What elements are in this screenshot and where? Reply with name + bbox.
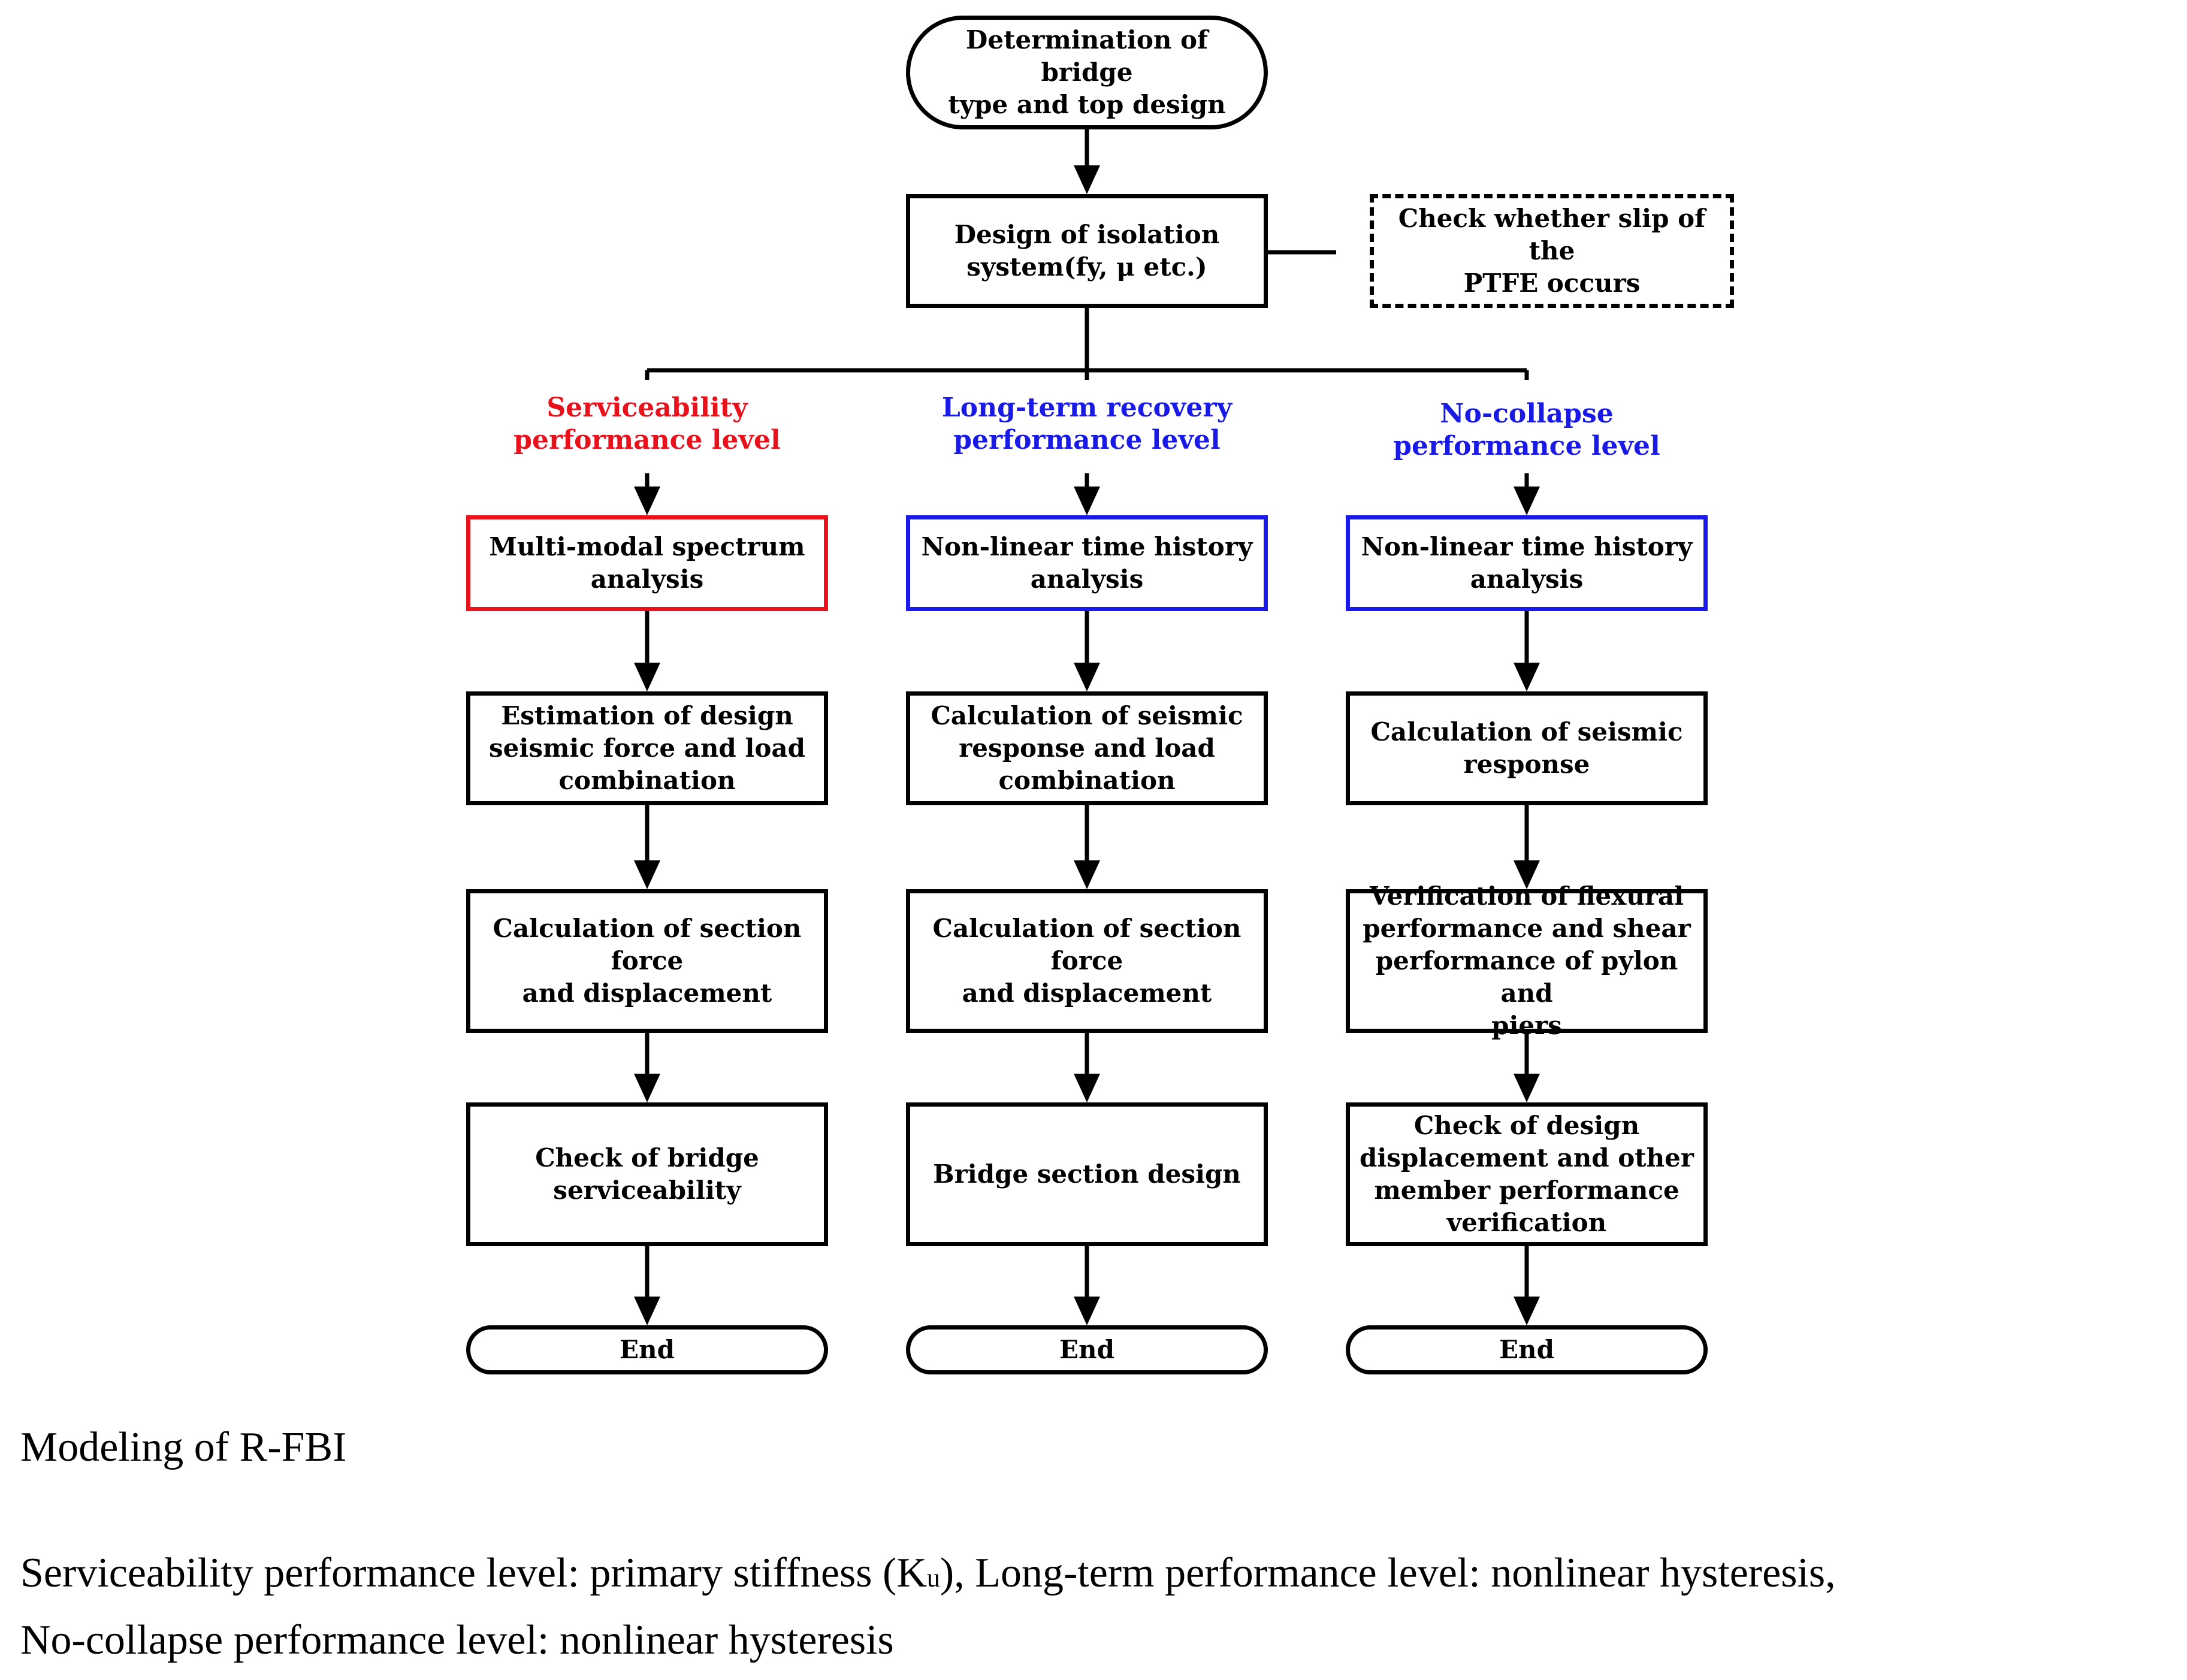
long-term-analysis-label: Non-linear time history analysis bbox=[921, 532, 1253, 594]
no-collapse-level-label: No-collapse performance level bbox=[1393, 398, 1660, 461]
no-collapse-analysis-label: Non-linear time history analysis bbox=[1361, 532, 1693, 594]
arrow-no-collapse-step2-to-step3-head bbox=[1514, 1074, 1540, 1102]
arrow-long-term-step3-to-end-head bbox=[1074, 1297, 1100, 1325]
arrow-serviceability-step3-to-end-head bbox=[634, 1297, 660, 1325]
arrow-serviceability-to-analysis-head bbox=[634, 487, 660, 515]
serviceability-step3-node: Check of bridge serviceability bbox=[466, 1102, 828, 1246]
connector-lines bbox=[634, 129, 1540, 1325]
caption-stiffness-subscript: u bbox=[926, 1563, 940, 1593]
no-collapse-step1-node: Calculation of seismic response bbox=[1346, 691, 1708, 805]
arrow-long-term-step2-to-step3-head bbox=[1074, 1074, 1100, 1102]
caption-no-collapse: No-collapse performance level: nonlinear… bbox=[20, 1607, 894, 1674]
long-term-level-label: Long-term recovery performance level bbox=[941, 392, 1233, 455]
arrow-no-collapse-step3-to-end-head bbox=[1514, 1297, 1540, 1325]
caption-modeling: Modeling of R-FBI bbox=[20, 1414, 346, 1481]
arrow-no-collapse-analysis-to-step1-head bbox=[1514, 663, 1540, 691]
arrow-no-collapse-step1-to-step2-head bbox=[1514, 860, 1540, 889]
arrow-long-term-to-analysis-head bbox=[1074, 487, 1100, 515]
no-collapse-step2-node: Verification of flexural performance and… bbox=[1346, 881, 1708, 1040]
serviceability-analysis-node: Multi-modal spectrum analysis bbox=[466, 515, 828, 611]
caption-line3-text: No-collapse performance level: nonlinear… bbox=[20, 1617, 894, 1663]
serviceability-analysis-label: Multi-modal spectrum analysis bbox=[489, 532, 805, 594]
long-term-end-label: End bbox=[1059, 1335, 1114, 1364]
arrow-start-to-isolation-head bbox=[1074, 165, 1100, 194]
no-collapse-analysis-node: Non-linear time history analysis bbox=[1346, 515, 1708, 611]
arrow-long-term-analysis-to-step1-head bbox=[1074, 663, 1100, 691]
no-collapse-end-label: End bbox=[1499, 1335, 1554, 1364]
arrow-serviceability-step2-to-step3-head bbox=[634, 1074, 660, 1102]
caption-line2-end: ), Long-term performance level: nonlinea… bbox=[940, 1550, 1836, 1596]
long-term-step3-label: Bridge section design bbox=[933, 1159, 1241, 1189]
long-term-end-node: End bbox=[906, 1325, 1268, 1374]
arrow-no-collapse-to-analysis-head bbox=[1514, 487, 1540, 515]
isolation-design-label: Design of isolation system(fy, μ etc.) bbox=[954, 220, 1220, 282]
long-term-step1-node: Calculation of seismic response and load… bbox=[906, 691, 1268, 805]
no-collapse-step1-label: Calculation of seismic response bbox=[1370, 717, 1683, 779]
no-collapse-step3-label: Check of design displacement and other m… bbox=[1359, 1111, 1694, 1237]
serviceability-step2-node: Calculation of section force and displac… bbox=[466, 889, 828, 1033]
long-term-step2-label: Calculation of section force and displac… bbox=[932, 914, 1241, 1008]
long-term-analysis-node: Non-linear time history analysis bbox=[906, 515, 1268, 611]
serviceability-step2-label: Calculation of section force and displac… bbox=[493, 914, 802, 1008]
arrow-serviceability-analysis-to-step1-head bbox=[634, 663, 660, 691]
serviceability-step1-label: Estimation of design seismic force and l… bbox=[489, 701, 805, 795]
isolation-design-node: Design of isolation system(fy, μ etc.) bbox=[906, 194, 1268, 308]
ptfe-slip-check-label: Check whether slip of the PTFE occurs bbox=[1398, 204, 1706, 298]
start-node: Determination of bridge type and top des… bbox=[906, 16, 1268, 129]
ptfe-slip-check-node: Check whether slip of the PTFE occurs bbox=[1370, 194, 1734, 308]
serviceability-step1-node: Estimation of design seismic force and l… bbox=[466, 691, 828, 805]
serviceability-level-label: Serviceability performance level bbox=[513, 392, 781, 455]
serviceability-step3-label: Check of bridge serviceability bbox=[535, 1143, 759, 1205]
caption-performance-levels: Serviceability performance level: primar… bbox=[20, 1540, 1836, 1612]
start-node-label: Determination of bridge type and top des… bbox=[948, 25, 1226, 119]
flowchart: Determination of bridge type and top des… bbox=[466, 16, 1734, 1374]
no-collapse-end-node: End bbox=[1346, 1325, 1708, 1374]
long-term-step2-node: Calculation of section force and displac… bbox=[906, 889, 1268, 1033]
no-collapse-step3-node: Check of design displacement and other m… bbox=[1346, 1102, 1708, 1246]
arrow-long-term-step1-to-step2-head bbox=[1074, 860, 1100, 889]
no-collapse-step2-label: Verification of flexural performance and… bbox=[1363, 881, 1691, 1040]
serviceability-end-label: End bbox=[620, 1335, 675, 1364]
caption-modeling-text: Modeling of R-FBI bbox=[20, 1424, 347, 1470]
long-term-step1-label: Calculation of seismic response and load… bbox=[931, 701, 1243, 795]
arrow-serviceability-step1-to-step2-head bbox=[634, 860, 660, 889]
long-term-step3-node: Bridge section design bbox=[906, 1102, 1268, 1246]
caption-line2-start: Serviceability performance level: primar… bbox=[20, 1550, 927, 1596]
serviceability-end-node: End bbox=[466, 1325, 828, 1374]
